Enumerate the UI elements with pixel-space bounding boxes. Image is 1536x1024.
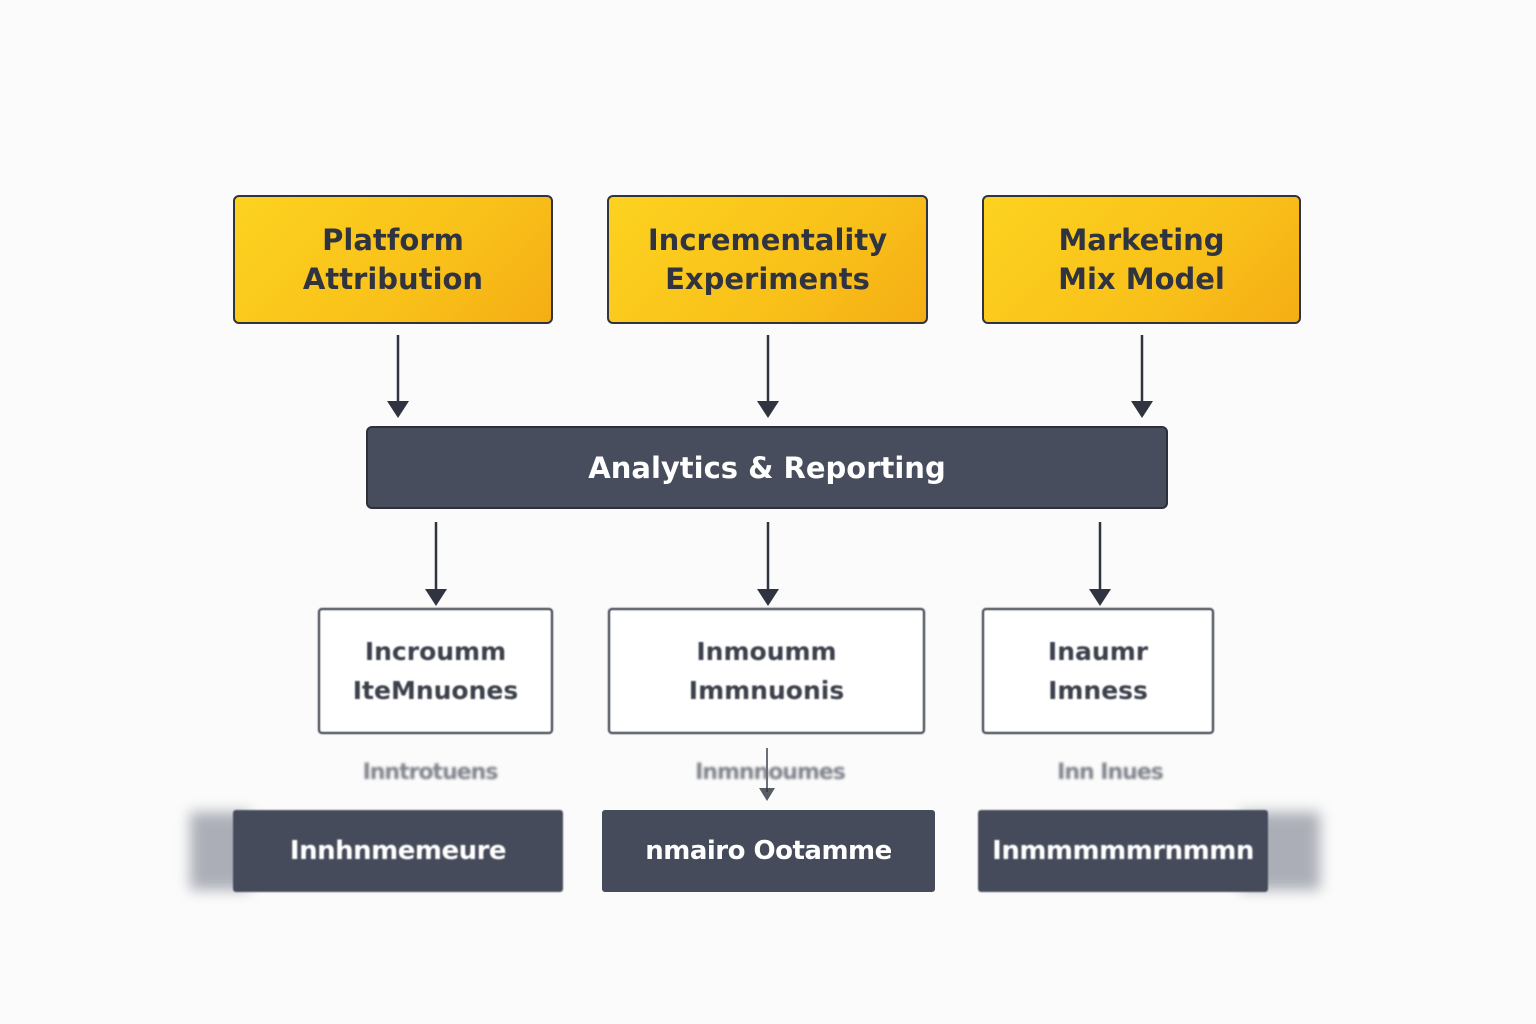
arrowhead-mmm [1131,401,1153,418]
arrowhead-bar-2 [759,788,775,801]
hub-label: Analytics & Reporting [588,450,946,485]
output-label-line1: Inaumr [1047,637,1149,666]
hub-analytics-reporting: Analytics & Reporting [366,426,1168,509]
arrowhead-output-3 [1089,589,1111,606]
source-label-line2: Mix Model [1058,261,1225,296]
source-label-line1: Platform [322,222,464,257]
caption-1: Inntrotuens [362,760,499,785]
output-label-line1: Inmoumm [696,637,837,666]
output-label-line2: Immnuonis [688,676,845,705]
bottom-bar-label: nmairo Ootamme [645,836,892,866]
output-label-line2: IteMnuones [352,676,519,705]
output-label-line2: Imness [1048,676,1148,705]
output-box-3: Inaumr Imness [982,608,1214,734]
bottom-bar-2: nmairo Ootamme [602,810,935,892]
caption-3: Inn Inues [1057,760,1164,785]
arrowhead-output-2 [757,589,779,606]
source-box-platform-attribution: Platform Attribution [233,195,553,324]
bottom-bar-1: Innhnmemeure [233,810,563,892]
arrowhead-platform [387,401,409,418]
arrowhead-output-1 [425,589,447,606]
source-label-line2: Attribution [302,261,484,296]
output-label-line1: Incroumm [364,637,507,666]
source-box-marketing-mix-model: Marketing Mix Model [982,195,1301,324]
source-label-line1: Marketing [1058,222,1225,257]
source-box-incrementality-experiments: Incrementality Experiments [607,195,928,324]
output-box-2: Inmoumm Immnuonis [608,608,925,734]
caption-2: Inmnnoumes [695,760,846,785]
source-label-line1: Incrementality [647,222,888,257]
source-label-line2: Experiments [665,261,870,296]
bottom-bar-label: Inmmmmmrnmmn [992,836,1254,866]
bottom-bar-label: Innhnmemeure [289,836,507,866]
arrowhead-incrementality [757,401,779,418]
output-box-1: Incroumm IteMnuones [318,608,553,734]
bottom-bar-3: Inmmmmmrnmmn [978,810,1268,892]
